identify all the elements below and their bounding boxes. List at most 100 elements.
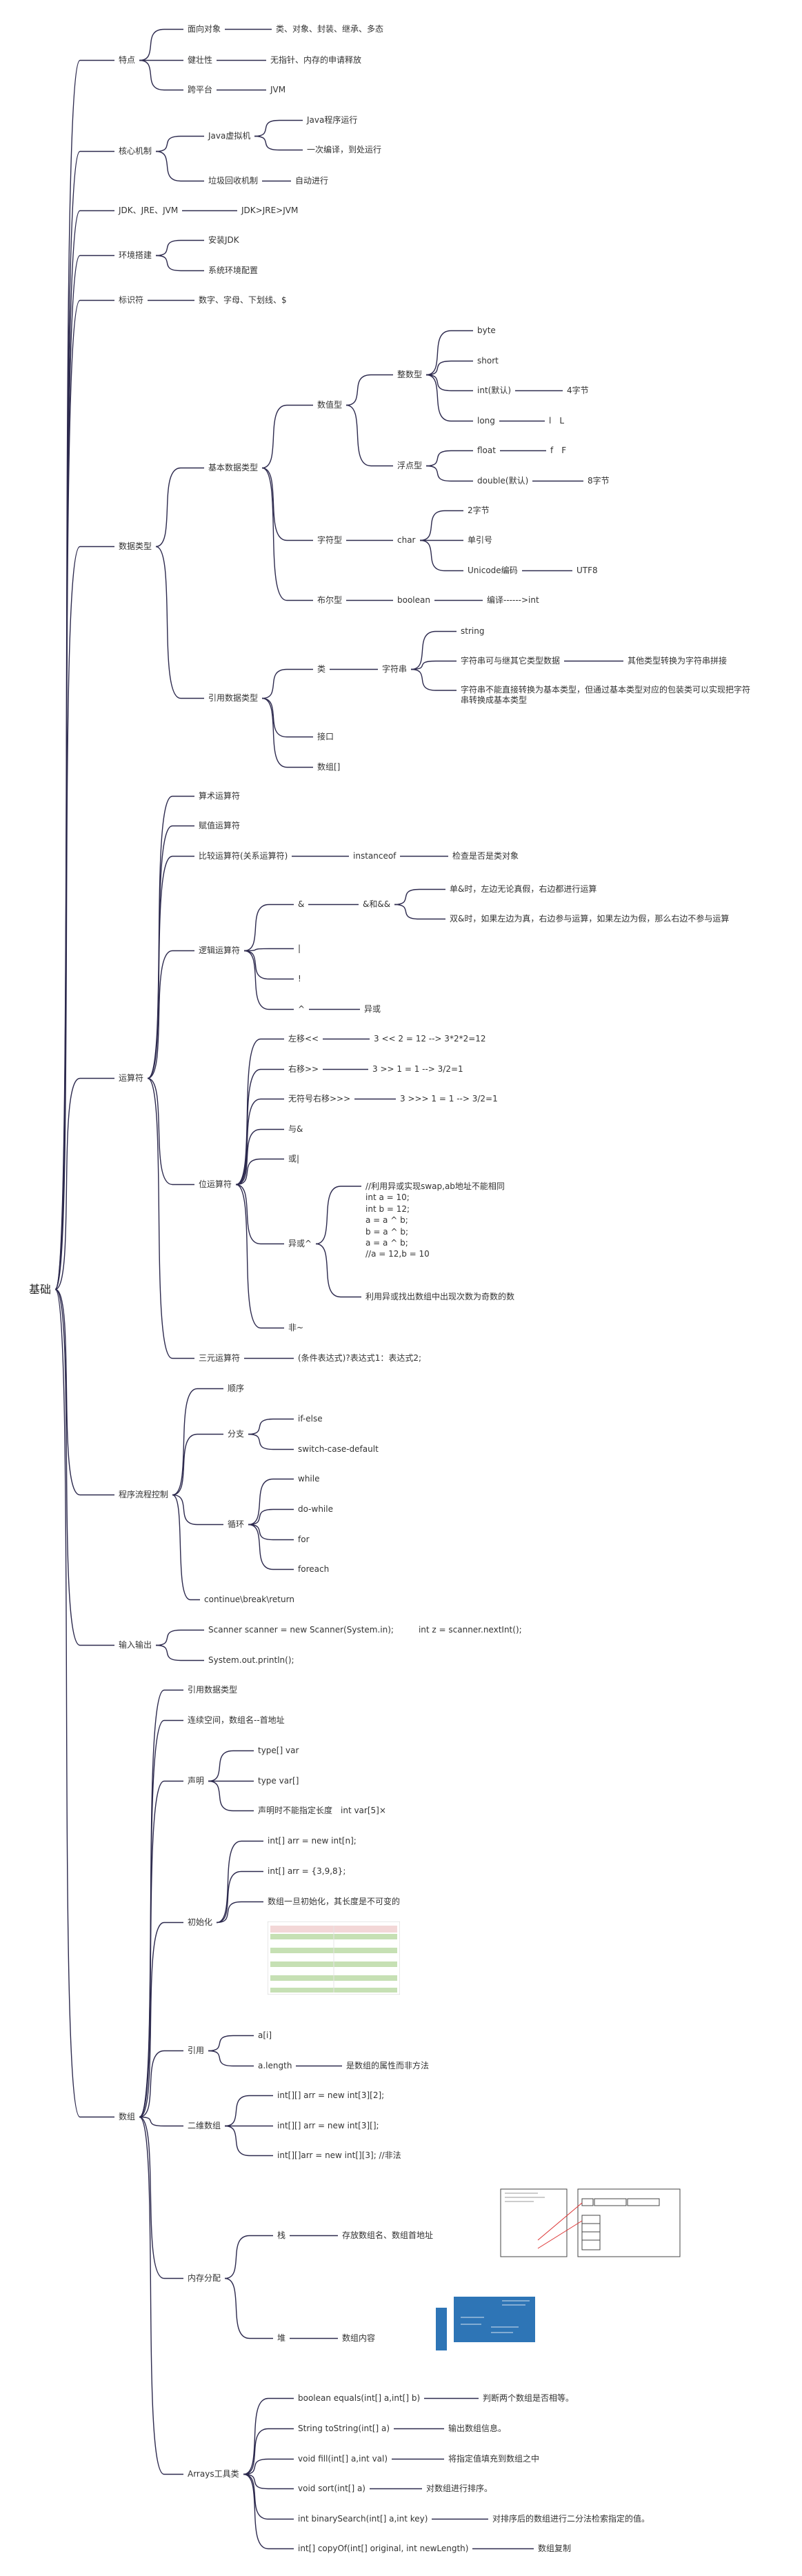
node-operators[interactable]: 运算符	[119, 1073, 144, 1083]
node-util-tostring[interactable]: String toString(int[] a)	[298, 2424, 390, 2433]
node-reference[interactable]: 引用数据类型	[208, 693, 259, 703]
node-array[interactable]: 数组	[119, 2112, 136, 2121]
node-heap[interactable]: 堆	[277, 2333, 286, 2343]
node-branch[interactable]: 分支	[228, 1429, 245, 1439]
node-seq[interactable]: 顺序	[228, 1384, 245, 1393]
node-logic-or[interactable]: |	[298, 943, 301, 953]
node-jdk-desc[interactable]: JDK>JRE>JVM	[241, 206, 299, 215]
node-logic-and[interactable]: &	[298, 899, 305, 909]
node-cross[interactable]: 跨平台	[188, 85, 213, 94]
node-compare[interactable]: 比较运算符(关系运算符)	[199, 851, 288, 861]
node-2d-b[interactable]: int[][] arr = new int[3][];	[277, 2121, 379, 2130]
node-numeric[interactable]: 数值型	[317, 400, 343, 410]
node-use-a[interactable]: a[i]	[258, 2030, 272, 2040]
node-arith[interactable]: 算术运算符	[199, 791, 241, 801]
node-int[interactable]: int(默认)	[477, 386, 512, 395]
node-ident[interactable]: 标识符	[119, 295, 144, 305]
node-string[interactable]: string	[461, 626, 485, 636]
node-chartype[interactable]: 字符型	[317, 535, 343, 545]
node-class[interactable]: 类	[317, 664, 326, 674]
node-float[interactable]: float	[477, 446, 496, 455]
node-logic-xor-desc[interactable]: 异或	[364, 1004, 381, 1014]
node-string-concat[interactable]: 字符串可与继其它类型数据	[461, 656, 561, 666]
node-shl[interactable]: 左移<<	[288, 1034, 319, 1044]
node-int-size[interactable]: 4字节	[567, 386, 589, 395]
node-bit-xor-odd[interactable]: 利用异或找出数组中出现次数为奇数的数	[365, 1292, 515, 1301]
node-stack-desc[interactable]: 存放数组名、数组首地址	[342, 2230, 434, 2240]
node-ushr[interactable]: 无符号右移>>>	[288, 1094, 351, 1104]
node-shr[interactable]: 右移>>	[288, 1064, 319, 1074]
node-char-size[interactable]: 2字节	[468, 506, 490, 515]
node-bit-not[interactable]: 非~	[288, 1323, 304, 1332]
node-util-fill-desc[interactable]: 将指定值填充到数组之中	[448, 2454, 540, 2464]
node-util-equals[interactable]: boolean equals(int[] a,int[] b)	[298, 2393, 421, 2403]
node-io-print[interactable]: System.out.println();	[208, 1655, 294, 1665]
node-long-suffix[interactable]: l L	[549, 416, 565, 426]
node-array-type[interactable]: 数组[]	[317, 762, 341, 772]
node-for[interactable]: for	[298, 1535, 310, 1544]
node-datatype[interactable]: 数据类型	[119, 541, 152, 551]
node-bitwise[interactable]: 位运算符	[199, 1179, 232, 1189]
node-array-init[interactable]: 初始化	[188, 1917, 213, 1927]
node-oop[interactable]: 面向对象	[188, 24, 221, 34]
node-shr-desc[interactable]: 3 >> 1 = 1 --> 3/2=1	[372, 1064, 463, 1074]
node-logic-and-types[interactable]: &和&&	[363, 899, 391, 909]
node-util-sort[interactable]: void sort(int[] a)	[298, 2484, 365, 2493]
node-dowhile[interactable]: do-while	[298, 1504, 333, 1514]
node-oop-desc[interactable]: 类、对象、封装、继承、多态	[276, 24, 384, 34]
node-heap-desc[interactable]: 数组内容	[342, 2333, 376, 2343]
node-init-c[interactable]: 数组一旦初始化，其长度是不可变的	[268, 1897, 401, 1906]
node-string-parse[interactable]: 字符串不能直接转换为基本类型，但通过基本类型对应的包装类可以实现把字符串转换成基…	[461, 685, 751, 705]
node-primitive[interactable]: 基本数据类型	[208, 463, 259, 472]
node-jump[interactable]: continue\break\return	[204, 1595, 294, 1604]
node-env[interactable]: 环境搭建	[119, 250, 152, 260]
node-arrays-util[interactable]: Arrays工具类	[188, 2469, 239, 2479]
node-env-a[interactable]: 安装JDK	[208, 235, 239, 245]
node-array-contig[interactable]: 连续空间，数组名--首地址	[188, 1715, 285, 1725]
node-util-sort-desc[interactable]: 对数组进行排序。	[426, 2484, 493, 2493]
node-stack[interactable]: 栈	[277, 2230, 286, 2240]
node-double[interactable]: double(默认)	[477, 476, 529, 486]
node-bit-xor-swap[interactable]: //利用异或实现swap,ab地址不能相同 int a = 10; int b …	[365, 1181, 505, 1259]
node-boolean-desc[interactable]: 编译------>int	[487, 595, 539, 605]
node-use-b[interactable]: a.length	[258, 2061, 292, 2070]
node-logic-and-single[interactable]: 单&时，左边无论真假，右边都进行运算	[450, 884, 597, 894]
node-2d-c[interactable]: int[][]arr = new int[][3]; //非法	[277, 2150, 401, 2160]
node-jvm-a[interactable]: Java程序运行	[307, 115, 358, 125]
node-char-unicode[interactable]: Unicode编码	[468, 566, 518, 575]
node-util-equals-desc[interactable]: 判断两个数组是否相等。	[483, 2393, 574, 2403]
node-flow[interactable]: 程序流程控制	[119, 1490, 169, 1499]
node-shl-desc[interactable]: 3 << 2 = 12 --> 3*2*2=12	[374, 1034, 486, 1044]
node-interface[interactable]: 接口	[317, 732, 334, 741]
node-use-b-desc[interactable]: 是数组的属性而非方法	[346, 2061, 430, 2070]
node-float-group[interactable]: 浮点型	[397, 461, 423, 470]
node-cross-desc[interactable]: JVM	[270, 85, 286, 94]
node-short[interactable]: short	[477, 356, 499, 366]
node-ifelse[interactable]: if-else	[298, 1414, 323, 1424]
node-init-b[interactable]: int[] arr = {3,9,8};	[268, 1866, 346, 1876]
node-string-type[interactable]: 字符串	[382, 664, 408, 674]
node-decl-b[interactable]: type var[]	[258, 1776, 299, 1786]
node-byte[interactable]: byte	[477, 326, 496, 335]
node-array-decl[interactable]: 声明	[188, 1776, 205, 1786]
node-decl-a[interactable]: type[] var	[258, 1746, 299, 1755]
node-2d-a[interactable]: int[][] arr = new int[3][2];	[277, 2090, 385, 2100]
node-logic-xor[interactable]: ^	[298, 1004, 305, 1014]
node-array-use[interactable]: 引用	[188, 2046, 205, 2055]
node-jvm[interactable]: Java虚拟机	[208, 131, 251, 141]
node-array-2d[interactable]: 二维数组	[188, 2121, 221, 2130]
node-ternary-desc[interactable]: (条件表达式)?表达式1：表达式2;	[298, 1353, 422, 1363]
node-util-bsearch-desc[interactable]: 对排序后的数组进行二分法检索指定的值。	[492, 2514, 650, 2524]
node-char[interactable]: char	[397, 535, 416, 545]
node-util-copyof[interactable]: int[] copyOf(int[] original, int newLeng…	[298, 2544, 469, 2553]
node-string-concat-desc[interactable]: 其他类型转换为字符串拼接	[628, 656, 728, 666]
node-instanceof[interactable]: instanceof	[353, 851, 397, 861]
node-core[interactable]: 核心机制	[119, 146, 152, 156]
node-gc[interactable]: 垃圾回收机制	[208, 176, 259, 186]
node-gc-desc[interactable]: 自动进行	[295, 176, 329, 186]
node-assign[interactable]: 赋值运算符	[199, 821, 241, 830]
node-double-size[interactable]: 8字节	[588, 476, 610, 486]
node-features[interactable]: 特点	[119, 55, 136, 65]
node-decl-c[interactable]: 声明时不能指定长度 int var[5]×	[258, 1806, 386, 1815]
node-util-copyof-desc[interactable]: 数组复制	[538, 2544, 572, 2553]
